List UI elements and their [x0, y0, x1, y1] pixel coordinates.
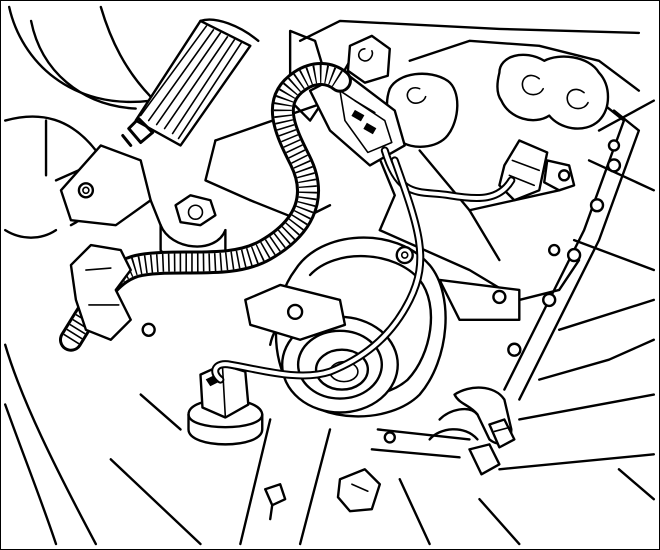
side-rail [503, 99, 641, 401]
rail-bolt [542, 292, 557, 308]
rail-bolt [589, 198, 605, 213]
rail-bolt [606, 158, 622, 173]
hose-clip [69, 243, 132, 341]
pipe-fitting [370, 386, 516, 476]
large-hex-nut [187, 363, 264, 446]
twin-port-cap [496, 53, 610, 130]
nut-fitting [346, 34, 391, 84]
rail-bolt [507, 342, 522, 357]
rail-bolt [566, 247, 582, 263]
lever-arm [59, 144, 162, 227]
bellows-spring [121, 18, 260, 147]
rail-bolt [548, 243, 561, 257]
sensor-connector [498, 139, 576, 202]
wiring [211, 146, 516, 384]
mounting-bracket [244, 278, 521, 341]
small-fasteners [141, 139, 621, 521]
